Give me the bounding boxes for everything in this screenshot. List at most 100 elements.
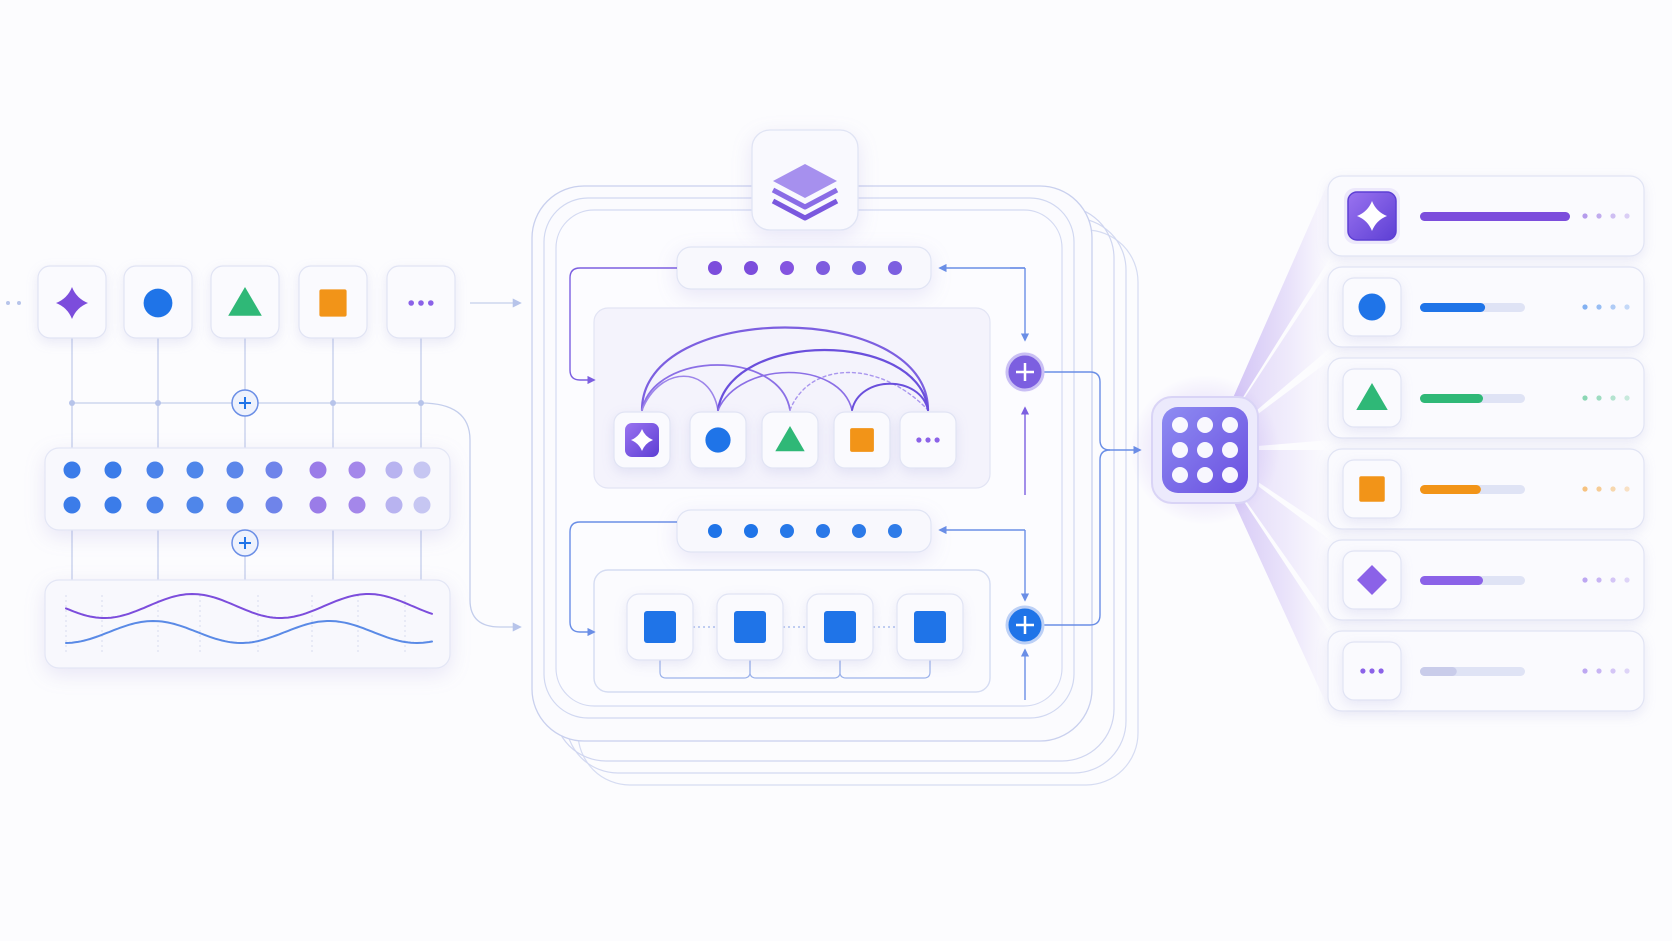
embedding-dot: [309, 496, 327, 514]
embedding-dot: [63, 496, 81, 514]
grid-dot: [1197, 467, 1213, 483]
probability-bar: [1420, 394, 1483, 403]
trail-dot: [1624, 668, 1630, 674]
positional-add-node: [231, 529, 259, 557]
trail-dot: [1596, 668, 1602, 674]
grid-dot: [1197, 417, 1213, 433]
trail-dot: [1582, 213, 1588, 219]
square-icon: [319, 289, 347, 317]
sparkle-icon: [631, 429, 653, 451]
grid-dot: [1222, 467, 1238, 483]
ellipsis-icon: [916, 437, 940, 443]
layers-icon: [751, 129, 859, 231]
embedding-dot: [146, 461, 164, 479]
trail-dot: [1582, 304, 1588, 310]
trail-dot: [1582, 577, 1588, 583]
embedding-dot: [104, 496, 122, 514]
attention-token-card: [689, 411, 747, 469]
trail-dot: [1610, 213, 1616, 219]
trail-dot: [1596, 213, 1602, 219]
output-row: [1327, 175, 1645, 257]
output-row: [1327, 539, 1645, 621]
output-row: [1327, 448, 1645, 530]
embedding-dot: [104, 461, 122, 479]
sparkle-icon: [56, 287, 88, 319]
feedforward-add-norm-node: [1005, 605, 1045, 645]
vector-dot: [852, 261, 866, 275]
trail-dot: [1596, 395, 1602, 401]
square-icon: [1359, 476, 1385, 502]
embedding-dot: [226, 496, 244, 514]
attention-token-row: [613, 411, 957, 469]
attention-token-card: [613, 411, 671, 469]
input-section: [6, 265, 522, 669]
vector-dot: [816, 524, 830, 538]
grid-dot: [1197, 442, 1213, 458]
feedforward-vector-dots: [708, 524, 902, 538]
input-token-card: [37, 265, 107, 339]
vector-dot: [708, 524, 722, 538]
circle-icon: [705, 427, 731, 453]
trail-dot: [1596, 486, 1602, 492]
feedforward-units: [626, 593, 964, 661]
embedding-dot: [63, 461, 81, 479]
trail-dot: [1582, 668, 1588, 674]
vector-dot: [744, 524, 758, 538]
square-icon: [850, 428, 874, 452]
ellipsis-icon: [1360, 668, 1384, 674]
output-row: [1327, 357, 1645, 439]
probability-bar: [1420, 303, 1486, 312]
input-token-card: [386, 265, 456, 339]
output-probability-list: [1327, 175, 1645, 712]
circle-icon: [143, 288, 173, 318]
trail-dot: [1596, 577, 1602, 583]
trail-dot: [1624, 213, 1630, 219]
embedding-dot: [265, 461, 283, 479]
attention-residual-lines: [569, 263, 1142, 495]
trail-dot: [1610, 304, 1616, 310]
neuron-square: [824, 611, 856, 643]
feedforward-residual-lines: [569, 449, 1111, 700]
embedding-dots: [63, 461, 431, 514]
ellipsis-icon: [408, 300, 434, 306]
triangle-icon: [775, 426, 805, 452]
trail-dot: [1624, 395, 1630, 401]
probability-bar: [1420, 576, 1483, 585]
grid-dot: [1172, 467, 1188, 483]
cosine-wave: [65, 619, 433, 645]
vector-dot: [708, 261, 722, 275]
circle-icon: [1358, 293, 1386, 321]
probability-bar: [1420, 485, 1481, 494]
vector-dot: [888, 524, 902, 538]
feedforward-unit: [896, 593, 964, 661]
neuron-square: [914, 611, 946, 643]
vector-dot: [888, 261, 902, 275]
embedding-dot: [413, 496, 431, 514]
output-row: [1327, 266, 1645, 348]
embedding-dot: [186, 496, 204, 514]
attention-add-norm-node: [1004, 351, 1046, 393]
trail-dot: [1624, 577, 1630, 583]
sparkle-icon: [1357, 201, 1387, 231]
trail-dot: [1582, 486, 1588, 492]
positional-encoding-card: [44, 579, 451, 669]
wave-gridlines: [65, 595, 406, 655]
embedding-matrix-card: [44, 447, 451, 531]
input-token-card: [298, 265, 368, 339]
attention-arcs: [640, 326, 930, 412]
trail-dot: [1624, 486, 1630, 492]
trail-dot: [1582, 395, 1588, 401]
triangle-icon: [228, 287, 262, 316]
vector-dot: [780, 261, 794, 275]
attention-token-card: [833, 411, 891, 469]
trail-dot: [1610, 486, 1616, 492]
embedding-dot: [309, 461, 327, 479]
neuron-square: [734, 611, 766, 643]
triangle-icon: [1356, 383, 1388, 410]
vector-dot: [852, 524, 866, 538]
trail-dot: [1610, 577, 1616, 583]
probability-bar: [1420, 667, 1457, 676]
embedding-dot: [226, 461, 244, 479]
output-row: [1327, 630, 1645, 712]
